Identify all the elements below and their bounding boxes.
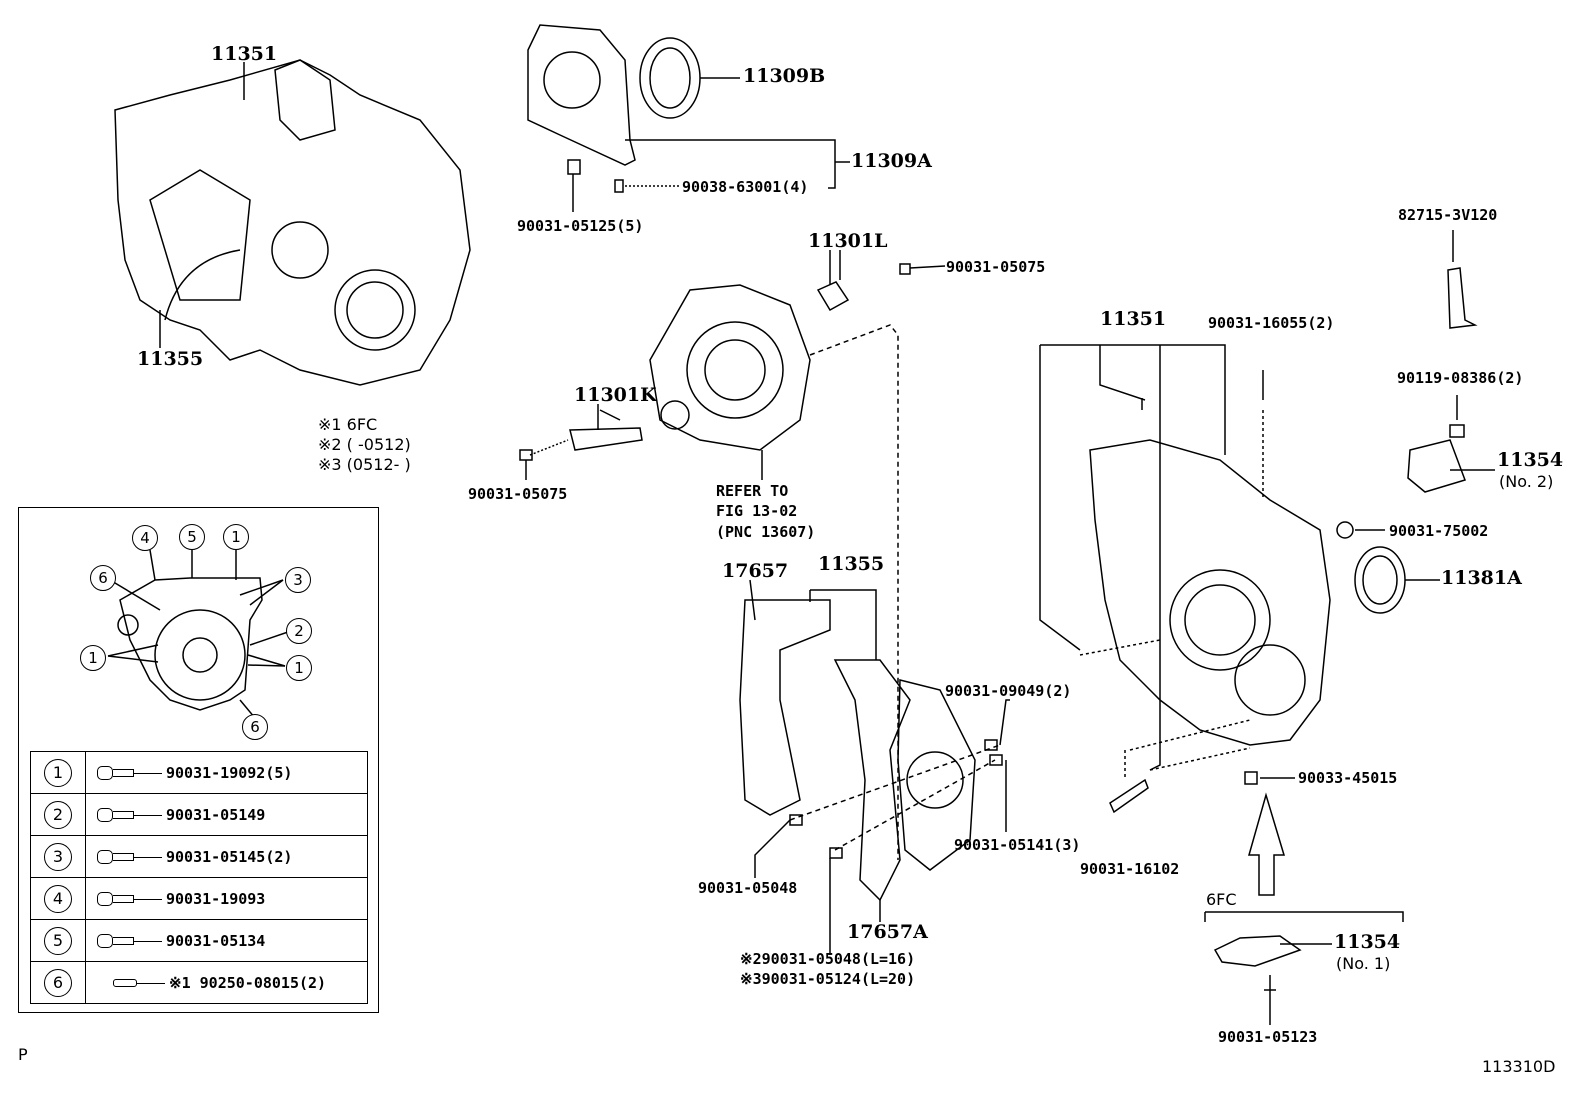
callout-90031-05141[interactable]: 90031-05141(3) <box>954 836 1081 854</box>
bolt-icon <box>97 766 113 780</box>
callout-90031-05125[interactable]: 90031-05125(5) <box>517 217 644 235</box>
oil-pump-body <box>519 250 946 860</box>
oil-seal-retainer-11309A <box>527 24 850 212</box>
bolt-icon <box>97 892 113 906</box>
transaxle-housing-11351 <box>114 59 471 386</box>
callout-82715-3V120[interactable]: 82715-3V120 <box>1398 206 1498 224</box>
pin-icon <box>113 979 137 987</box>
marker-5: 5 <box>179 524 205 550</box>
gaskets-and-plate <box>739 579 1010 955</box>
callout-11301K[interactable]: 11301K <box>574 384 657 406</box>
refer-line-3[interactable]: (PNC 13607) <box>716 523 816 541</box>
callout-90031-09049[interactable]: 90031-09049(2) <box>945 682 1072 700</box>
marker-1: 1 <box>286 655 312 681</box>
callout-11301L[interactable]: 11301L <box>808 230 888 252</box>
note-bolt-l20[interactable]: ※390031-05124(L=20) <box>740 970 916 988</box>
table-row[interactable]: 3 90031-05145(2) <box>30 835 368 878</box>
callout-11381A[interactable]: 11381A <box>1441 567 1522 589</box>
leader-lines <box>159 62 831 430</box>
callout-11354-no1-sub: (No. 1) <box>1336 954 1391 973</box>
refer-line-1[interactable]: REFER TO <box>716 482 789 500</box>
part-number: 90031-19093 <box>166 889 266 908</box>
part-number: 90031-05145(2) <box>166 847 293 866</box>
callout-90031-16102[interactable]: 90031-16102 <box>1080 860 1180 878</box>
callout-17657A[interactable]: 17657A <box>847 921 928 943</box>
callout-90038-63001[interactable]: 90038-63001(4) <box>682 178 809 196</box>
bolt-icon <box>97 850 113 864</box>
key-number: 4 <box>44 884 72 913</box>
marker-6: 6 <box>242 714 268 740</box>
marker-6: 6 <box>90 565 116 591</box>
table-row[interactable]: 5 90031-05134 <box>30 919 368 962</box>
fastener-inset <box>18 507 379 1013</box>
callout-90031-75002[interactable]: 90031-75002 <box>1389 522 1489 540</box>
part-number: 90031-19092(5) <box>166 763 293 782</box>
key-number: 6 <box>44 968 72 997</box>
callout-90031-05048[interactable]: 90031-05048 <box>698 879 798 897</box>
table-row[interactable]: 4 90031-19093 <box>30 877 368 920</box>
key-number: 5 <box>44 926 72 955</box>
part-number: 90031-05149 <box>166 805 266 824</box>
bolt-icon <box>97 934 113 948</box>
transaxle-case-11351 <box>1039 344 1331 896</box>
marker-2: 2 <box>286 618 312 644</box>
fastener-key-table: 1 90031-19092(5) 2 90031-05149 3 90031-0514… <box>30 751 368 1004</box>
part-number: ※1 90250-08015(2) <box>169 973 327 992</box>
callout-90033-45015[interactable]: 90033-45015 <box>1298 769 1398 787</box>
note-2: ※2 ( -0512) <box>318 435 411 454</box>
note-bolt-l16[interactable]: ※290031-05048(L=16) <box>740 950 916 968</box>
table-row[interactable]: 1 90031-19092(5) <box>30 751 368 794</box>
callout-90031-05075[interactable]: 90031-05075 <box>946 258 1046 276</box>
figure-id: 113310D <box>1482 1057 1556 1076</box>
callout-11351[interactable]: 11351 <box>211 43 278 65</box>
bolt-icon <box>97 808 113 822</box>
callout-11354-no2[interactable]: 11354 <box>1497 449 1564 471</box>
callout-90031-16055[interactable]: 90031-16055(2) <box>1208 314 1335 332</box>
note-3: ※3 (0512- ) <box>318 455 411 474</box>
key-number: 1 <box>44 758 72 787</box>
inset-plate-drawing <box>107 548 289 719</box>
table-row[interactable]: 6 ※1 90250-08015(2) <box>30 961 368 1004</box>
marker-1: 1 <box>223 524 249 550</box>
marker-3: 3 <box>285 567 311 593</box>
callout-11309B[interactable]: 11309B <box>743 65 826 87</box>
right-small-parts <box>1204 230 1495 1025</box>
key-number: 3 <box>44 842 72 871</box>
footer-left: P <box>18 1045 28 1064</box>
callout-11351[interactable]: 11351 <box>1100 308 1167 330</box>
marker-1: 1 <box>80 645 106 671</box>
callout-90031-05123[interactable]: 90031-05123 <box>1218 1028 1318 1046</box>
refer-line-2[interactable]: FIG 13-02 <box>716 502 798 520</box>
callout-90031-05075[interactable]: 90031-05075 <box>468 485 568 503</box>
callout-11355[interactable]: 11355 <box>137 348 204 370</box>
callout-11354-no1[interactable]: 11354 <box>1334 931 1401 953</box>
key-number: 2 <box>44 800 72 829</box>
callout-90119-08386[interactable]: 90119-08386(2) <box>1397 369 1524 387</box>
marker-4: 4 <box>132 525 158 551</box>
callout-11354-no2-sub: (No. 2) <box>1499 472 1554 491</box>
callout-11309A[interactable]: 11309A <box>851 150 932 172</box>
table-row[interactable]: 2 90031-05149 <box>30 793 368 836</box>
label-6fc: 6FC <box>1206 890 1237 909</box>
part-number: 90031-05134 <box>166 931 266 950</box>
note-1: ※1 6FC <box>318 415 378 434</box>
callout-17657[interactable]: 17657 <box>722 560 789 582</box>
callout-11355[interactable]: 11355 <box>818 553 885 575</box>
